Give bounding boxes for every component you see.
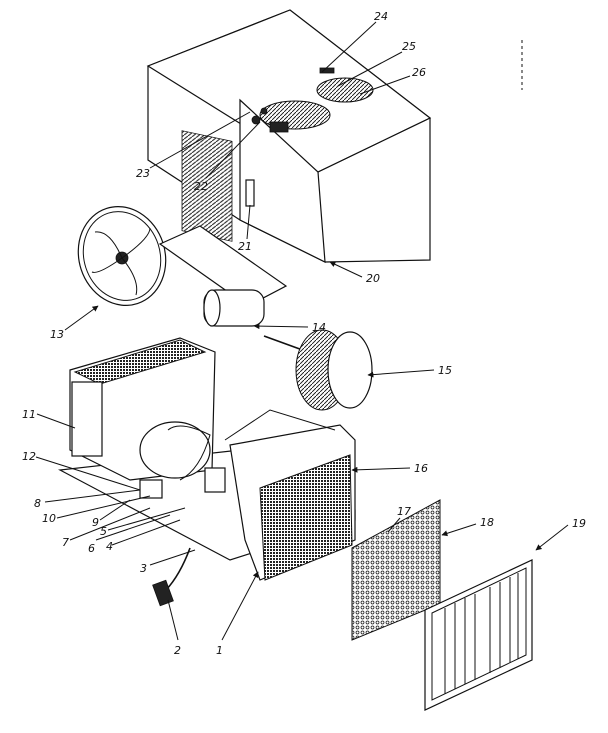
callout-14: 14 xyxy=(312,321,326,334)
callout-9: 9 xyxy=(92,516,99,529)
callout-6: 6 xyxy=(88,542,95,555)
callout-19: 19 xyxy=(572,517,586,530)
callout-12: 12 xyxy=(22,450,36,463)
callout-23: 23 xyxy=(136,167,150,180)
blower-wheel-part-15 xyxy=(295,329,373,411)
callout-16: 16 xyxy=(414,462,428,475)
callout-11: 11 xyxy=(22,408,36,421)
callout-3: 3 xyxy=(140,562,147,575)
callout-25: 25 xyxy=(402,40,416,53)
chassis-assembly xyxy=(57,337,356,607)
callout-20: 20 xyxy=(366,272,380,285)
motor-part-14 xyxy=(158,225,331,361)
callout-4: 4 xyxy=(106,540,113,553)
front-grille-part-19 xyxy=(424,559,533,711)
callout-1: 1 xyxy=(216,644,223,657)
callout-5: 5 xyxy=(100,525,107,538)
cabinet-part-20 xyxy=(146,9,432,264)
callout-7: 7 xyxy=(62,536,69,549)
callout-15: 15 xyxy=(438,364,452,377)
callout-22: 22 xyxy=(194,180,208,193)
callout-18: 18 xyxy=(480,516,494,529)
callout-13: 13 xyxy=(50,328,64,341)
leader-lines xyxy=(35,21,569,641)
callout-26: 26 xyxy=(412,66,426,79)
callout-8: 8 xyxy=(34,497,41,510)
callout-labels: 1 2 3 4 5 6 7 8 9 10 11 12 13 14 15 16 1… xyxy=(22,10,586,657)
callout-21: 21 xyxy=(238,240,252,253)
callout-17: 17 xyxy=(397,505,411,518)
callout-2: 2 xyxy=(174,644,181,657)
fan-blade-part-13 xyxy=(77,206,167,306)
callout-24: 24 xyxy=(374,10,388,23)
callout-10: 10 xyxy=(42,512,56,525)
